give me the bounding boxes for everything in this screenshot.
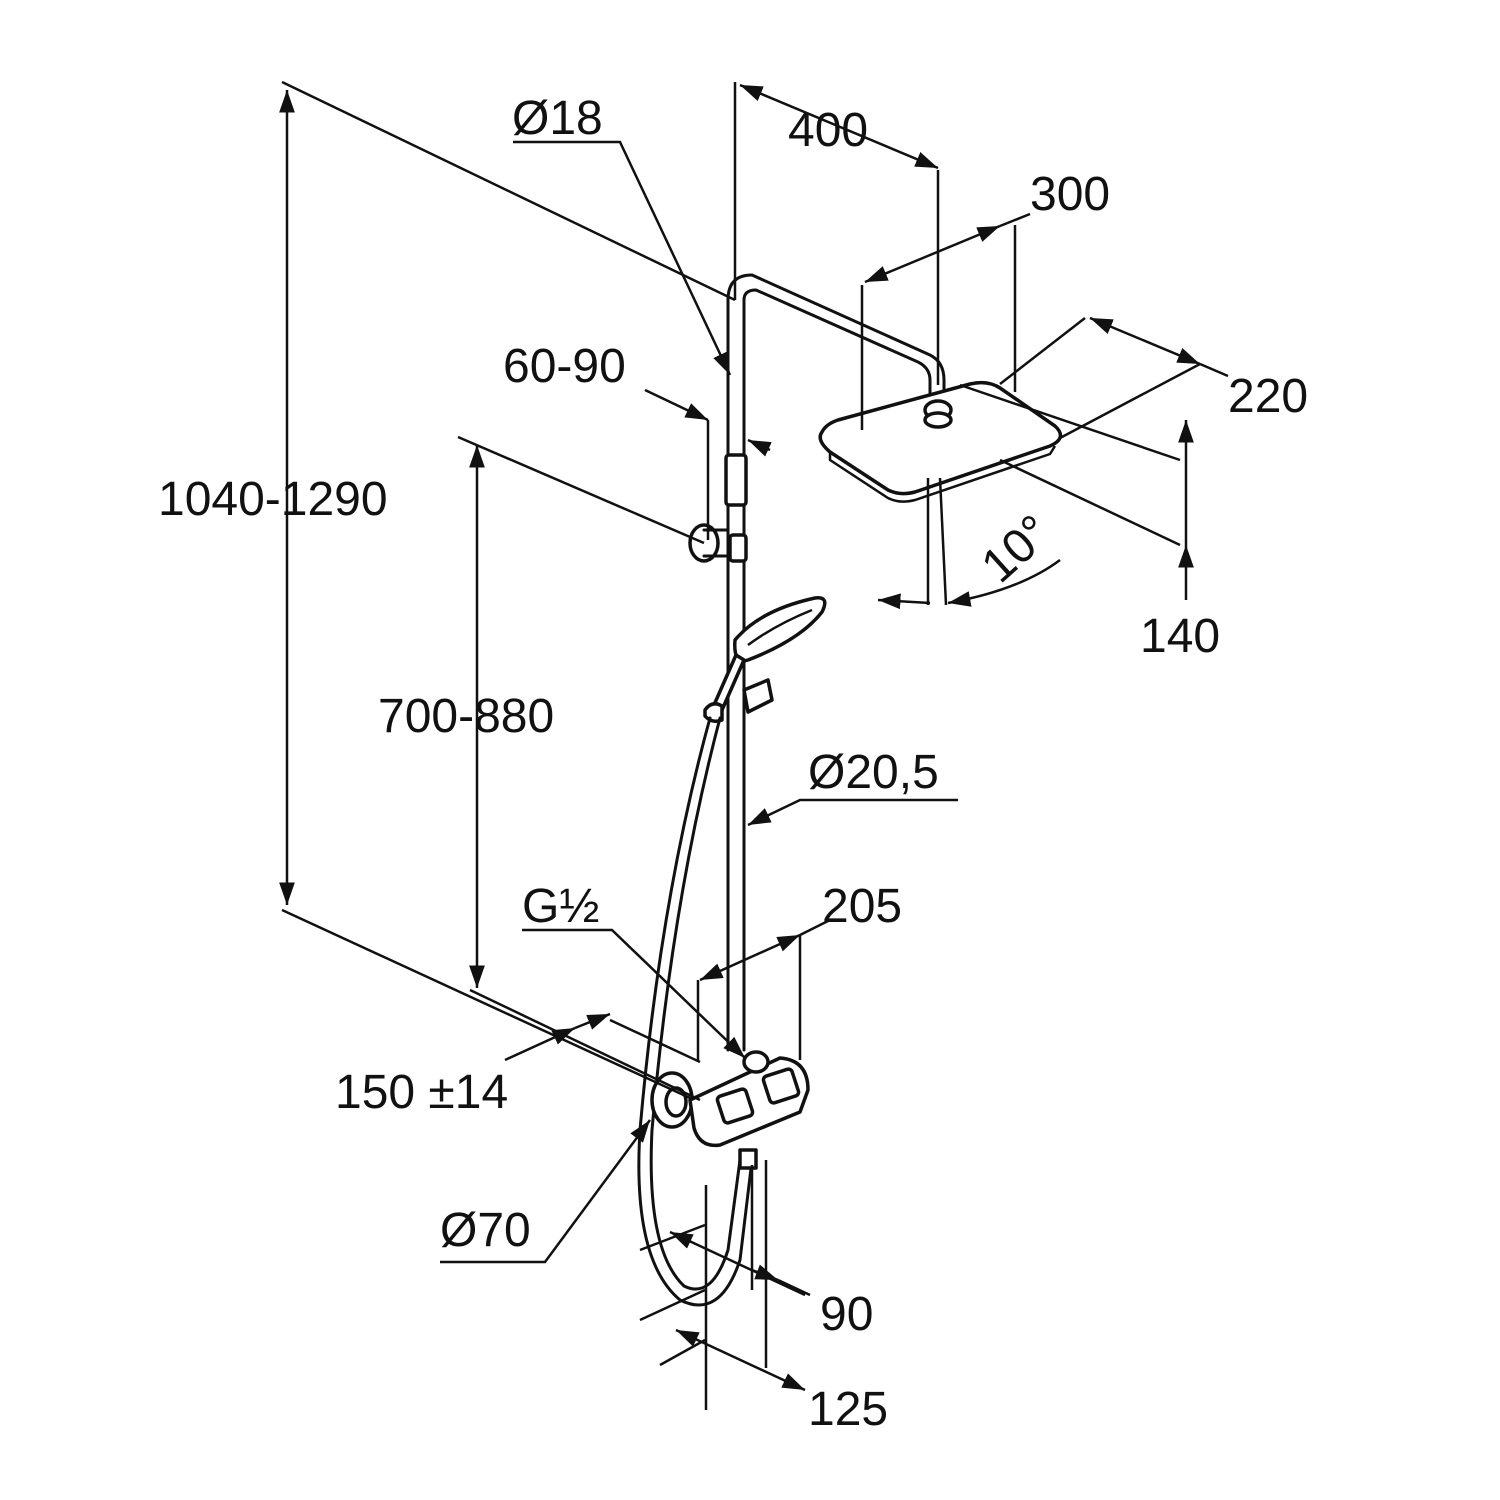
dimension-lines — [279, 80, 1229, 1410]
dim-pipe-diameter-top: Ø18 — [512, 92, 603, 145]
dim-arm-length: 400 — [788, 104, 868, 157]
dim-connection-spacing: 150 ±14 — [335, 1066, 508, 1119]
dim-mixer-projection: 205 — [822, 880, 902, 933]
dimension-labels: Ø18 400 300 220 60-90 1040-1290 700-880 … — [158, 92, 1308, 1436]
shower-hose — [637, 716, 754, 1307]
shower-product — [637, 273, 1063, 1307]
hand-shower — [703, 596, 827, 724]
dim-head-width: 300 — [1030, 168, 1110, 221]
dim-slider-range: 60-90 — [503, 340, 626, 393]
dim-rail-diameter: Ø20,5 — [808, 746, 939, 799]
thermostat-mixer — [650, 1050, 810, 1170]
dim-outlet-offset: 90 — [820, 1288, 873, 1341]
dim-thread: G½ — [522, 880, 599, 933]
dim-bracket-height: 700-880 — [378, 690, 554, 743]
height-slider — [724, 453, 748, 563]
dim-tilt-angle: 10° — [972, 505, 1061, 593]
dim-total-height: 1040-1290 — [158, 473, 388, 526]
dim-head-drop: 140 — [1140, 610, 1220, 663]
dim-wall-offset: 125 — [808, 1383, 888, 1436]
dim-head-depth: 220 — [1228, 370, 1308, 423]
dim-escutcheon-diameter: Ø70 — [440, 1204, 531, 1257]
overhead-shower-head — [818, 380, 1063, 503]
shower-arm — [726, 273, 946, 397]
